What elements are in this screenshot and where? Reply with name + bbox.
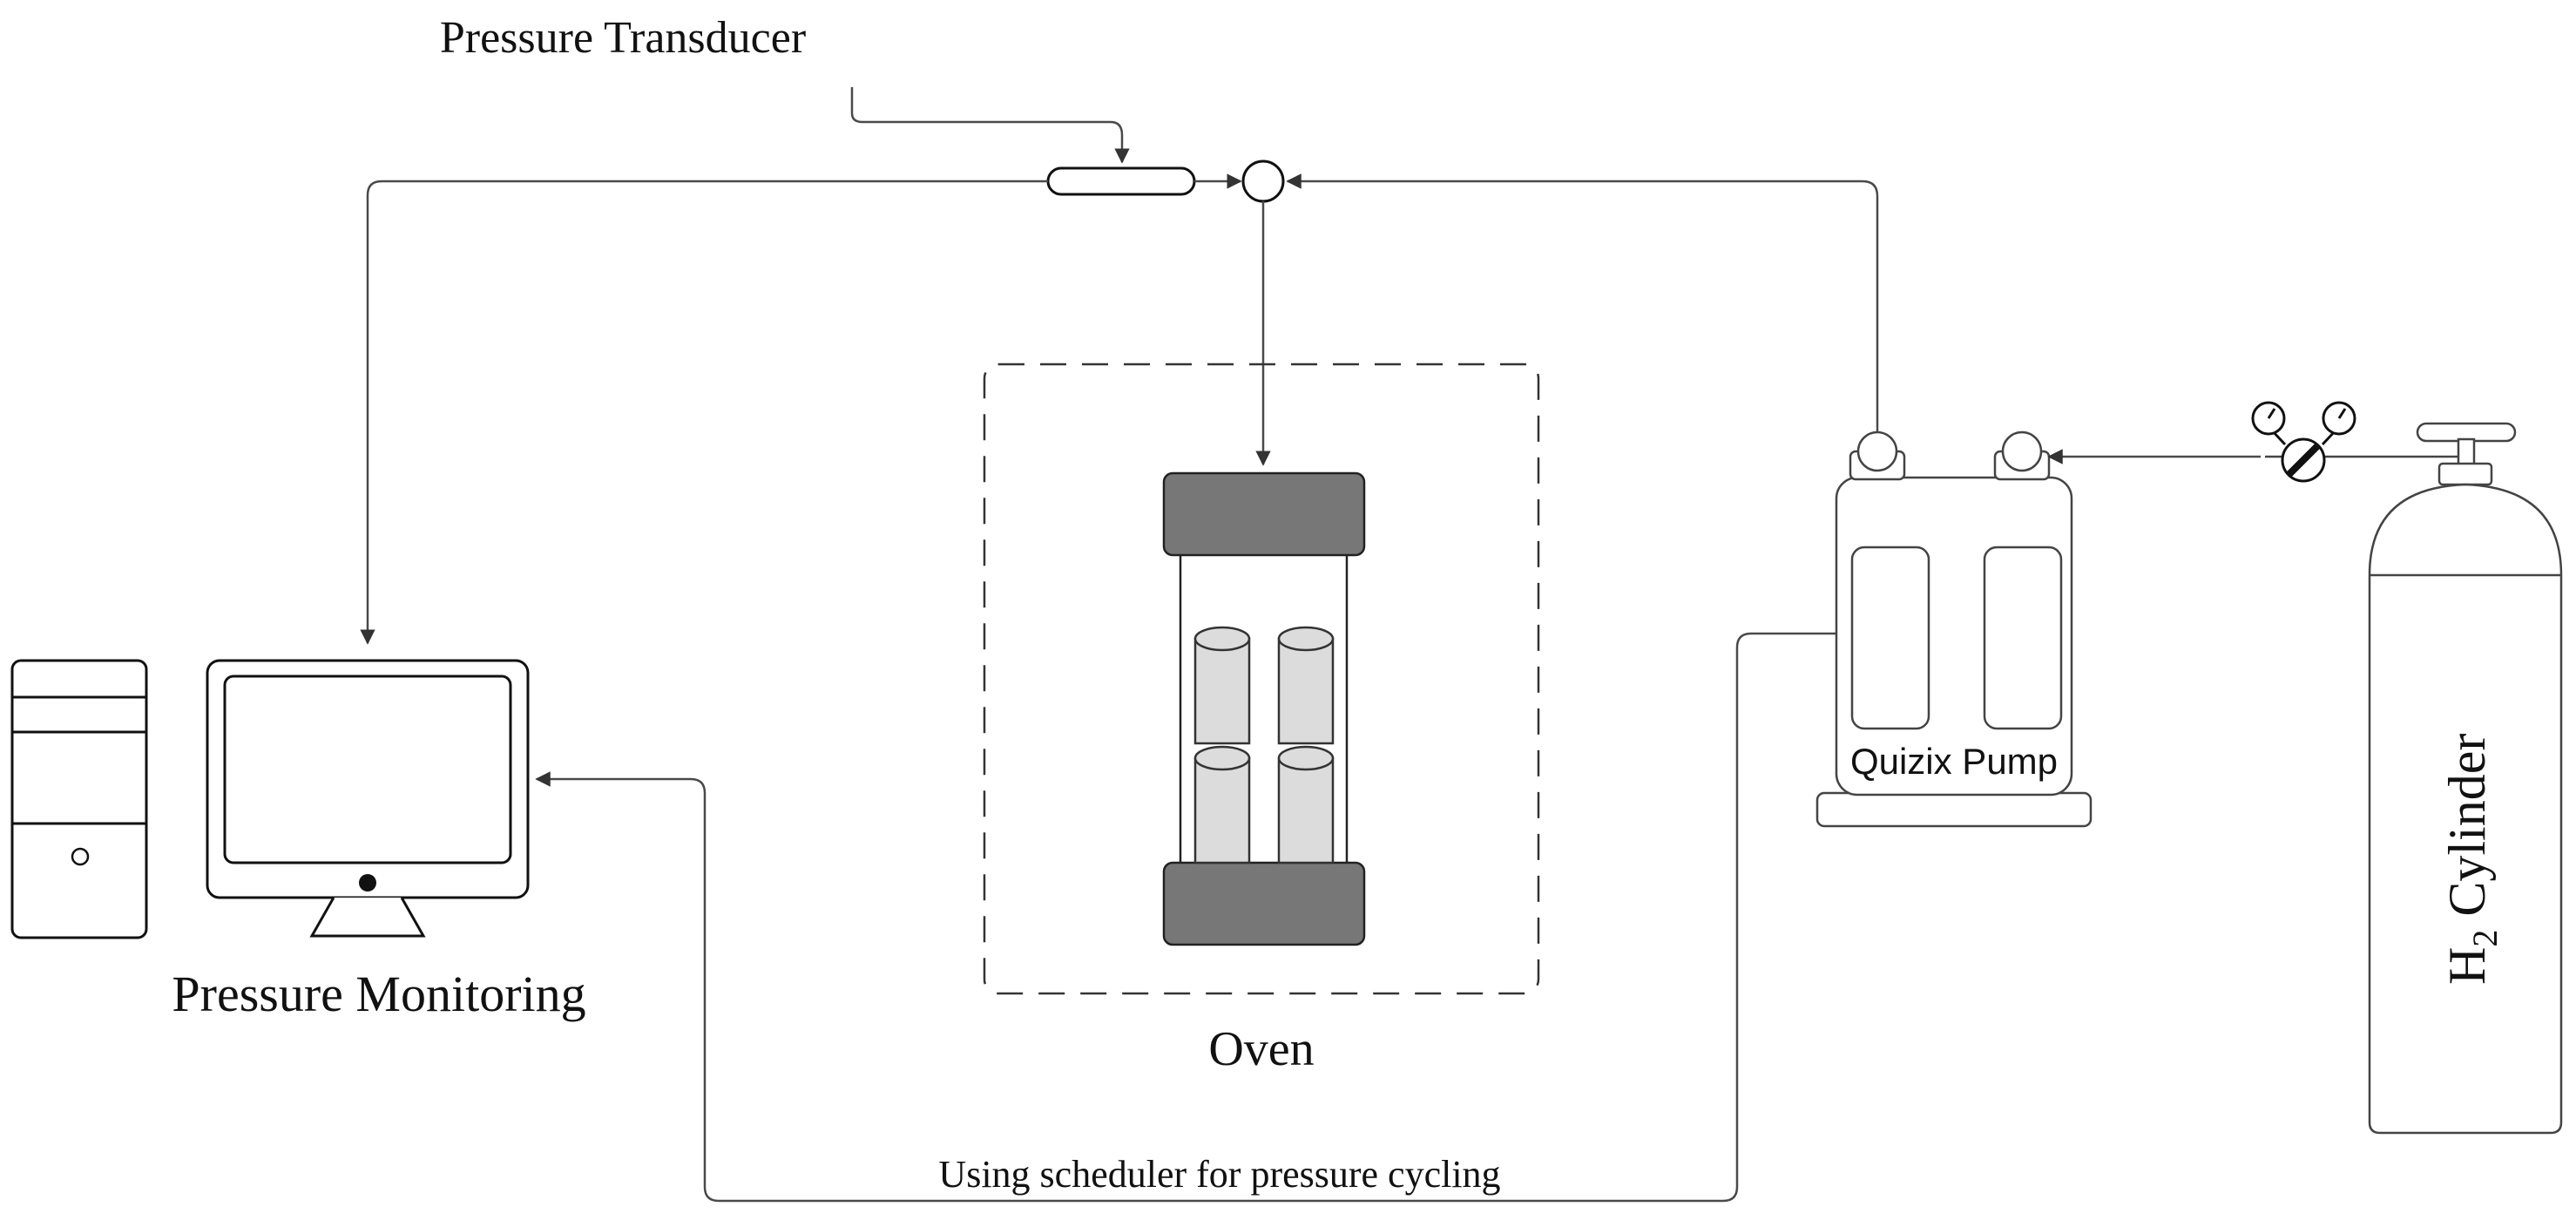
- scheduler-line: [535, 632, 1836, 1203]
- oven-box: [983, 363, 1540, 995]
- transducer-pointer-line: [850, 87, 1130, 164]
- desktop-computer-icon: [10, 659, 530, 939]
- quizix-pump-label: Quizix Pump: [1850, 741, 2058, 782]
- transducer-to-monitor-line: [360, 180, 1048, 645]
- valve-icon: [1241, 159, 1285, 203]
- quizix-pump: [1815, 430, 2093, 828]
- core-holder: [1162, 471, 1366, 946]
- h2-cylinder-label: H2 Cylinder: [2438, 734, 2505, 985]
- scheduler-label: Using scheduler for pressure cycling: [938, 1153, 1500, 1196]
- oven-label: Oven: [1208, 1022, 1314, 1076]
- pressure-transducer-label: Pressure Transducer: [440, 13, 806, 63]
- gas-regulator-icon: [2251, 401, 2472, 483]
- pressure-transducer: [1046, 166, 1196, 196]
- pump-to-valve-line: [1286, 173, 1879, 451]
- gas-cylinder-icon: [2368, 422, 2563, 1135]
- pressure-monitoring-label: Pressure Monitoring: [172, 966, 585, 1022]
